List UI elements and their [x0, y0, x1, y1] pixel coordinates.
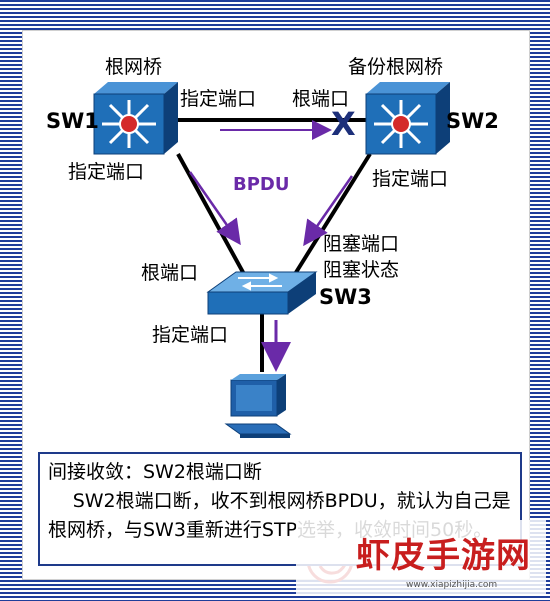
link-sw2-sw3: [288, 152, 372, 284]
sw2-name-label: SW2: [446, 109, 499, 133]
sw3-name-label: SW3: [319, 285, 372, 309]
bpdu-label: BPDU: [233, 174, 290, 195]
link-sw1-sw3: [176, 153, 252, 286]
sw3-bottom-port-label: 指定端口: [152, 324, 229, 346]
sw2-left-port-label: 根端口: [292, 88, 350, 110]
bpdu-arrow-sw2-sw3: [303, 175, 354, 247]
failure-x-mark: X: [331, 105, 356, 143]
sw1-name-label: SW1: [46, 109, 99, 133]
sw1-switch-icon: [93, 82, 178, 155]
sw1-right-port-label: 指定端口: [180, 88, 257, 110]
description-title: 间接收敛：SW2根端口断: [48, 461, 262, 483]
sw2-bottom-port-label: 指定端口: [372, 168, 449, 190]
sw3-blocking-port-label: 阻塞端口: [323, 233, 400, 255]
sw1-bottom-port-label: 指定端口: [68, 161, 145, 183]
sw1-role-label: 根网桥: [105, 56, 163, 78]
sw2-role-label: 备份根网桥: [348, 56, 444, 78]
pc-icon: [224, 374, 292, 438]
bpdu-arrow-sw1-sw3: [188, 171, 241, 246]
watermark: 虾皮手游网 www.xiapizhijia.com: [296, 520, 546, 596]
sw3-root-port-label: 根端口: [141, 262, 199, 284]
sw3-blocking-state-label: 阻塞状态: [323, 259, 400, 281]
watermark-title: 虾皮手游网: [356, 536, 531, 576]
watermark-url: www.xiapizhijia.com: [406, 580, 498, 590]
sw2-switch-icon: [365, 82, 450, 155]
sw3-switch-icon: [206, 271, 318, 315]
